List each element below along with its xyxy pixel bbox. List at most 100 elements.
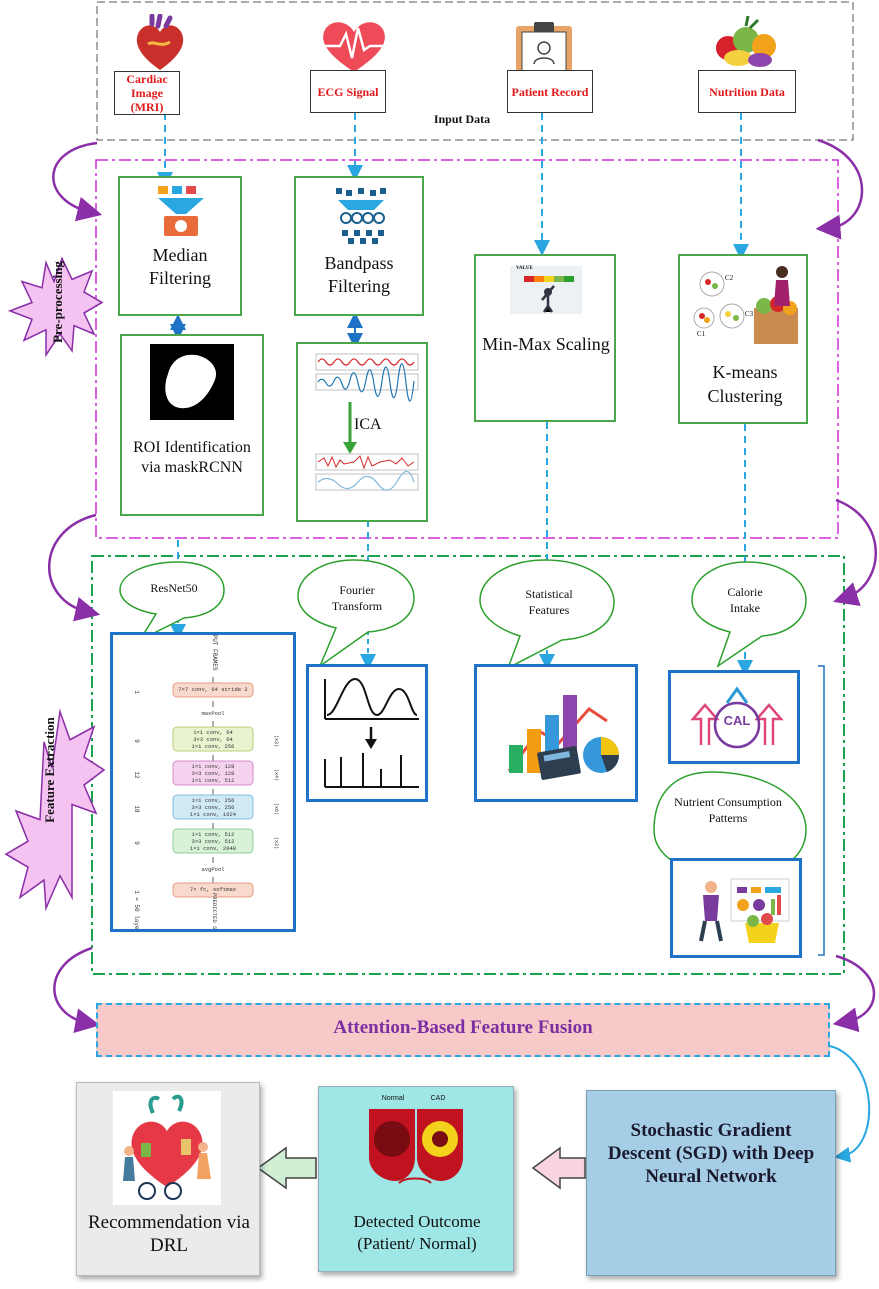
curve-left-2 [48,513,101,622]
resnet-bubble [119,561,225,642]
sgd-dnn-box: Stochastic Gradient Descent (SGD) with D… [586,1090,836,1276]
statistical-bubble [479,559,615,670]
detected-outcome-label: Detected Outcome (Patient/ Normal) [353,1212,481,1253]
arrow-outcome-recommendation [256,1146,317,1190]
resnet-output-label: PREDICTED SUBJECT [211,893,218,929]
resnet-layer-block [172,828,254,854]
resnet-layer-text: 1×1 conv, 2048 [190,845,236,852]
minmax-scaling-label: Min-Max Scaling [482,334,610,354]
sgd-dnn-label: Stochastic Gradient Descent (SGD) with D… [607,1120,815,1187]
bandpass-filter-icon [336,188,386,244]
resnet-layer-repeat: (x6) [273,803,279,815]
fourier-bubble-text: Fourier Transform [331,583,383,613]
resnet-layer-count: 9 [133,739,140,743]
heart-anatomy-icon [136,14,184,70]
recommendation-label: Recommendation via DRL [88,1212,260,1256]
calorie-intake-box: CAL [668,670,800,764]
input-label-mri: Cardiac Image (MRI) [114,71,180,115]
curve-left-1 [52,141,103,222]
resnet-layer-text: maxPool [201,710,224,717]
feature-extraction-region [91,555,845,975]
resnet-layer-text: 1×1 conv, 512 [192,777,235,784]
median-filtering-label: Median Filtering [149,245,211,288]
resnet-layer-count: 18 [133,805,140,813]
arrow-fusion-sgd [829,1045,870,1163]
resnet-layer-text: 3×3 conv, 512 [192,838,235,845]
calorie-bubble-text: Calorie Intake [727,585,763,615]
resnet-total-label: = 50 layers [133,897,140,929]
kmeans-c1: C1 [696,330,706,338]
nutrient-consumption-box [670,858,802,958]
resnet-svg: INPUT FRAMES 7×7 conv, 64 stride 2 1 maxPoo… [133,627,279,949]
resnet-layer-text: 1×1 conv, 128 [192,763,235,770]
kmeans-clustering-label: K-means Clustering [707,362,783,406]
kmeans-c2: C2 [724,274,734,282]
recommendation-image [113,1091,221,1205]
curve-left-3 [53,946,101,1033]
resnet-bubble-text: ResNet50 [150,581,198,595]
resnet-layer-text: 1×1 conv, 1024 [190,811,237,818]
minmax-value-text: VALUE [516,266,533,271]
clipboard-icon [516,22,572,76]
resnet-layer-text: 1×1 conv, 64 [193,729,233,736]
curve-right-1 [815,138,864,240]
fourier-plot-icon [324,677,419,788]
input-label-nutrition: Nutrition Data [698,70,796,113]
preprocessing-region [95,159,839,539]
resnet-architecture-box: INPUT FRAMES 7×7 conv, 64 stride 2 1 maxPoo… [110,627,296,950]
roi-box: ROI Identification via maskRCNN [120,334,264,516]
kmeans-c3: C3 [744,310,754,318]
resnet-input-label: INPUT FRAMES [211,635,218,671]
resnet-layer-block [172,726,254,752]
ica-signals-plot [315,353,419,491]
fruit-basket-icon [716,15,776,67]
resnet-layer-text: 1×1 conv, 512 [192,831,235,838]
kmeans-clustering-box: C2 C1 C3 K-means Clustering [678,254,808,424]
ica-label: ICA [354,416,382,433]
preprocessing-star [7,256,104,358]
resnet-architecture: INPUT FRAMES 7×7 conv, 64 stride 2 1 maxPoo… [113,627,293,949]
nutrient-bubble-text: Nutrient Consumption Patterns [674,795,782,825]
kmeans-illustration [693,266,798,344]
statistics-chart-icon [507,695,619,780]
curve-right-3 [832,954,876,1033]
nutrition-bracket [818,665,825,956]
outcome-cad-label: CAD [430,1095,446,1102]
resnet-layer-block [172,682,254,698]
resnet-layer-count: 1 [133,690,140,694]
input-data-title: Input Data [433,112,491,126]
resnet-layer-block [172,760,254,786]
fourier-bubble [297,559,415,669]
resnet-layer-text: 1×1 conv, 256 [192,797,235,804]
nutrient-illustration [699,878,790,943]
bandpass-filtering-box: Bandpass Filtering [294,176,424,316]
resnet-layer-block [172,794,254,820]
artery-normal-cad-icon [369,1109,463,1184]
roi-mask-image [150,344,234,420]
input-label-record: Patient Record [507,70,593,113]
fourier-transform-box [306,664,428,802]
outcome-normal-label: Normal [381,1095,405,1102]
feature-extraction-star [4,708,106,912]
calorie-bubble [691,561,807,668]
input-data-region [96,1,854,141]
resnet-layer-text: 1×1 conv, 256 [192,743,235,750]
resnet-layer-count: 9 [133,841,140,845]
statistical-features-box [474,664,638,802]
resnet-layer-repeat: (x3) [273,837,279,849]
recommendation-box: Recommendation via DRL [76,1082,260,1276]
resnet-layer-text: avgPool [201,866,224,873]
detected-outcome-box: Normal CAD Detected Outcome (Patient/ No… [318,1086,514,1272]
bandpass-filtering-label: Bandpass Filtering [324,253,394,296]
resnet-layer-text: 3×3 conv, 128 [192,770,235,777]
resnet-layer-count: 12 [133,771,140,779]
resnet-layer-text: 7×7 conv, 64 stride 2 [178,686,247,693]
ecg-heart-icon [322,22,388,72]
resnet-layer-count: 1 [133,890,140,894]
calorie-icon [690,686,784,749]
resnet-layer-repeat: (x3) [273,735,279,747]
attention-fusion-label: Attention-Based Feature Fusion [333,1017,593,1038]
resnet-layer-repeat: (x4) [273,769,279,781]
minmax-scaling-box: VALUE Min-Max Scaling [474,254,616,422]
